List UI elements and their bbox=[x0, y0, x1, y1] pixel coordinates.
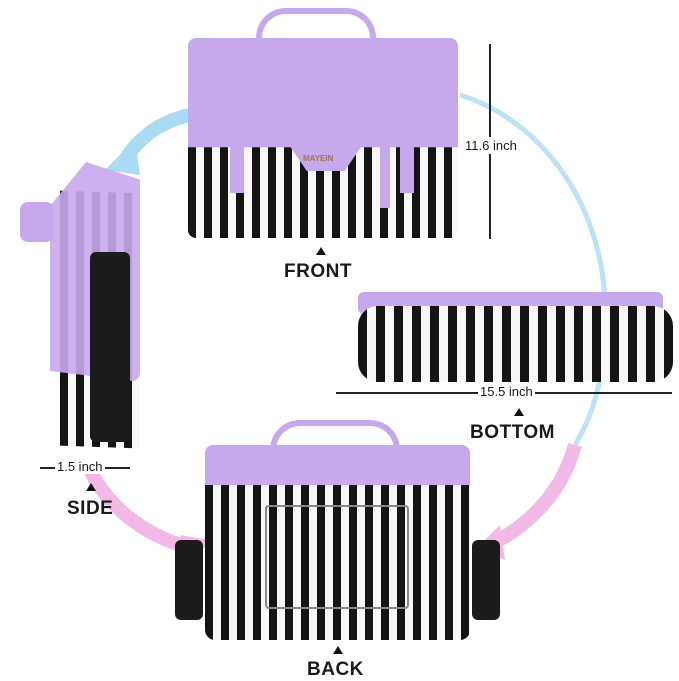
back-view bbox=[170, 420, 505, 642]
blue-arc-right bbox=[459, 92, 608, 447]
side-label: SIDE bbox=[67, 498, 114, 519]
bottom-striped-body bbox=[358, 306, 673, 382]
triangle-up-icon bbox=[316, 247, 326, 255]
blue-arrowhead-left bbox=[105, 140, 140, 175]
side-bow bbox=[20, 202, 54, 242]
triangle-up-icon bbox=[333, 646, 343, 654]
back-striped-body bbox=[205, 465, 470, 640]
bow-tail bbox=[380, 78, 390, 208]
front-label: FRONT bbox=[284, 261, 352, 282]
triangle-up-icon bbox=[514, 408, 524, 416]
back-pocket bbox=[265, 505, 409, 609]
back-flap-top bbox=[205, 445, 470, 485]
triangle-up-icon bbox=[86, 483, 96, 491]
back-strap-right bbox=[472, 540, 500, 620]
width-label: 15.5 inch bbox=[478, 384, 535, 399]
front-handle bbox=[256, 8, 376, 38]
side-view bbox=[20, 152, 150, 452]
front-strap-left bbox=[230, 38, 244, 193]
front-view: MAYEIN bbox=[188, 8, 458, 240]
height-label: 11.6 inch bbox=[463, 137, 519, 154]
brand-logo: MAYEIN bbox=[303, 154, 334, 163]
back-label: BACK bbox=[307, 659, 364, 680]
side-shoulder-strap bbox=[90, 252, 130, 442]
bottom-view bbox=[358, 272, 673, 384]
depth-label: 1.5 inch bbox=[55, 459, 105, 474]
bottom-label: BOTTOM bbox=[470, 422, 555, 443]
back-strap-left bbox=[175, 540, 203, 620]
